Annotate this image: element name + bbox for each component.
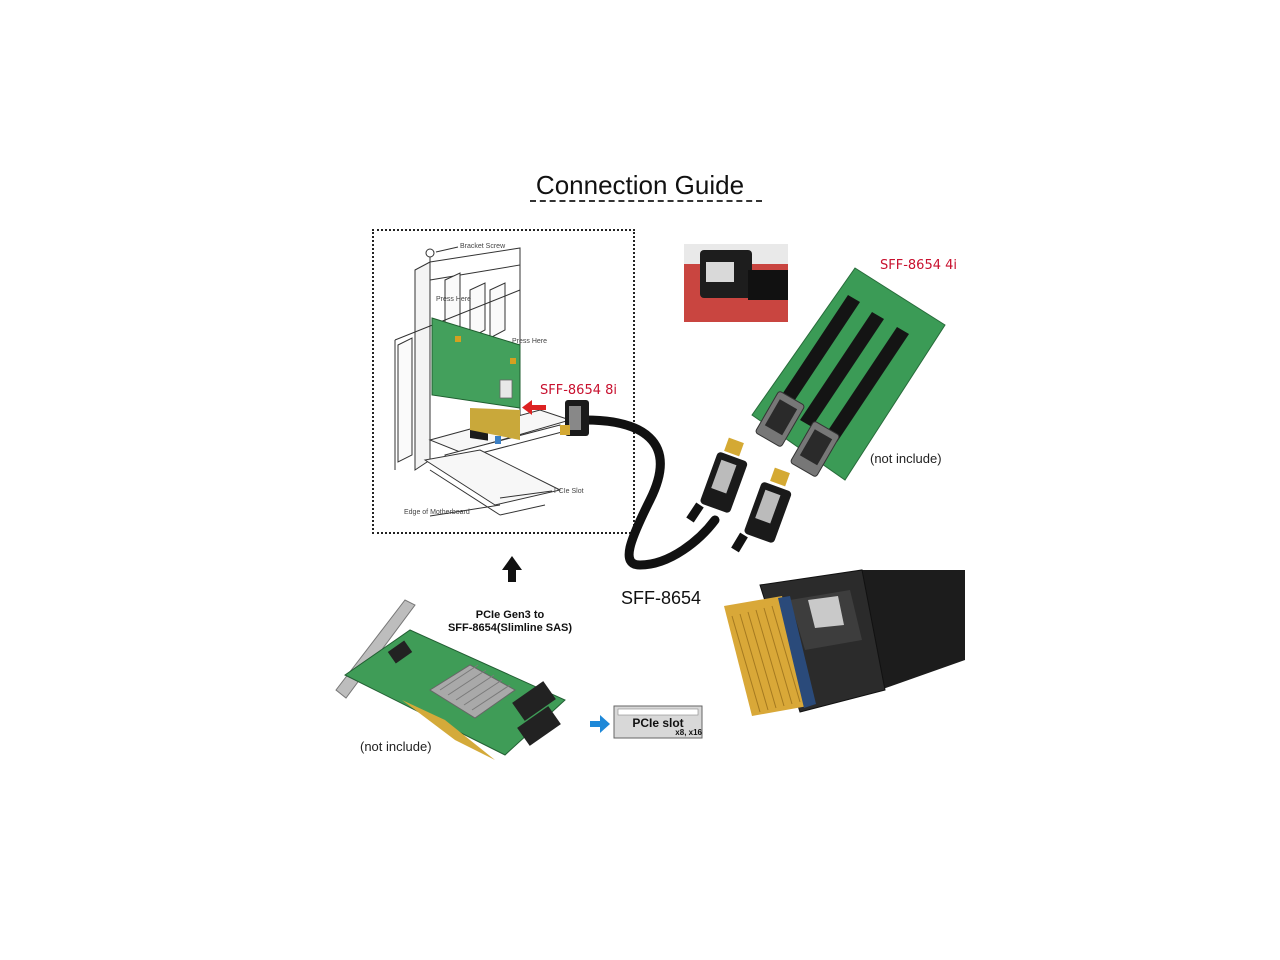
- pcie-slot-badge: [613, 705, 703, 739]
- bracket-screw-label: Bracket Screw: [460, 243, 506, 250]
- sff-8654-4i-label: SFF-8654 4i: [880, 258, 957, 273]
- pcie-slot-label: PCIe Slot: [554, 488, 584, 495]
- connector-photo-inset: [684, 244, 788, 322]
- pcie-slot-badge-title: PCIe slot: [632, 716, 684, 730]
- pcie-slot-badge-width: x8, x16: [675, 728, 702, 737]
- press-here-label-1: Press Here: [436, 296, 472, 303]
- sff-8654-4i-plugs: [686, 437, 792, 553]
- cable-label: SFF-8654: [621, 588, 702, 608]
- red-arrow-icon: [522, 400, 546, 415]
- controller-title-line2: SFF-8654(Slimline SAS): [447, 622, 573, 634]
- guide-title: Connection Guide: [535, 170, 745, 200]
- connector-closeup: [724, 569, 965, 716]
- press-here-label-2: Press Here: [512, 338, 548, 345]
- edge-of-motherboard-label: Edge of Motherboard: [404, 509, 470, 516]
- sff-8654-8i-label: SFF-8654 8i: [540, 383, 617, 398]
- raid-controller-card: [335, 599, 566, 760]
- sff-8654-cable: [560, 400, 720, 570]
- chassis-line-art: [394, 246, 572, 517]
- controller-title-line1: PCIe Gen3 to: [475, 609, 545, 621]
- title-underline: [530, 200, 762, 202]
- installation-diagram-frame: [372, 229, 635, 534]
- controller-not-included-note: (not include): [360, 739, 432, 754]
- blue-arrow-icon: [590, 715, 610, 733]
- riser-not-included-note: (not include): [870, 451, 942, 466]
- riser-board: [751, 267, 946, 481]
- hba-card-install: [431, 317, 521, 444]
- up-arrow-icon: [502, 556, 522, 582]
